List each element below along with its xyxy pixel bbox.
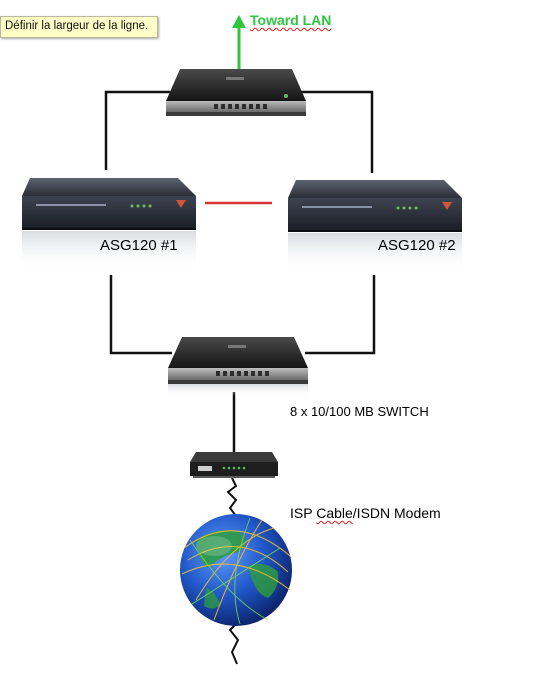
modem-label-suffix: /ISDN Modem	[352, 505, 441, 521]
lan-arrow-icon	[232, 15, 246, 74]
top-switch-icon	[166, 69, 306, 116]
internet-globe-icon	[180, 514, 292, 626]
toward-lan-label: Toward LAN	[250, 12, 331, 28]
gateway1-icon	[22, 178, 196, 271]
switch-label: 8 x 10/100 MB SWITCH	[290, 404, 429, 419]
connection-lines	[104, 90, 376, 665]
modem-icon	[190, 452, 278, 478]
modem-label-underlined: Cable	[316, 505, 353, 521]
link-top-switch-to-gateway2	[300, 90, 374, 173]
gateway2-icon	[288, 180, 462, 273]
toward-lan-text: Toward LAN	[250, 12, 332, 28]
link-gateway2-to-bottom-switch	[305, 275, 376, 355]
modem-label-prefix: ISP	[290, 505, 317, 521]
gateway1-label: ASG120 #1	[100, 237, 178, 254]
tooltip-text: Définir la largeur de la ligne.	[5, 20, 149, 32]
link-gateway1-to-bottom-switch	[109, 275, 172, 355]
link-modem-to-internet	[226, 477, 238, 517]
modem-label: ISP Cable/ISDN Modem	[290, 505, 441, 521]
gateway2-label: ASG120 #2	[378, 237, 456, 254]
bottom-switch-icon	[168, 337, 308, 396]
link-top-switch-to-gateway1	[104, 90, 170, 170]
tooltip: Définir la largeur de la ligne.	[0, 16, 158, 38]
